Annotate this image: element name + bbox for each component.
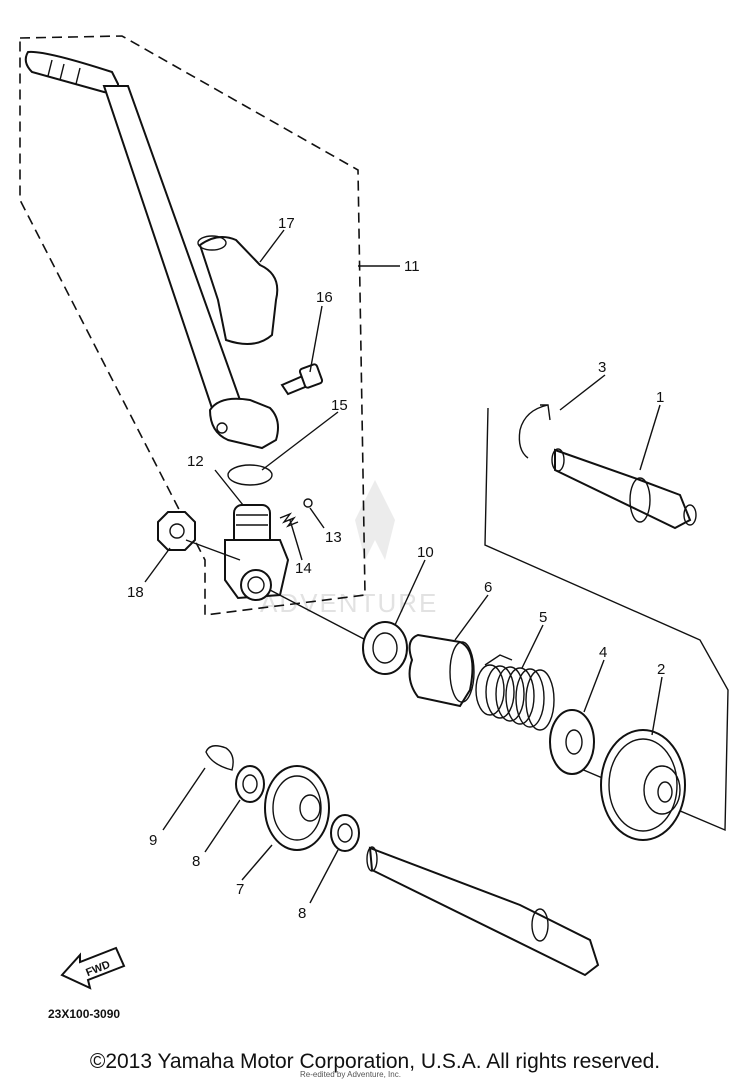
washer-8b bbox=[330, 814, 360, 852]
idle-gear-7 bbox=[264, 765, 330, 851]
label-part-14: 14 bbox=[295, 560, 312, 577]
sub-credit: Re-edited by Adventure, Inc. bbox=[300, 1070, 401, 1079]
label-part-8b: 8 bbox=[298, 905, 306, 922]
clip-3 bbox=[518, 404, 551, 459]
diagram-code: 23X100-3090 bbox=[48, 1007, 120, 1021]
torsion-spring-5 bbox=[475, 654, 555, 731]
fwd-arrow-icon: FWD bbox=[60, 946, 126, 990]
nut-18 bbox=[157, 511, 196, 551]
spring-cover-6 bbox=[408, 633, 475, 708]
label-part-9: 9 bbox=[149, 832, 157, 849]
watermark-text: ADVENTURE bbox=[260, 588, 438, 618]
label-part-13: 13 bbox=[325, 529, 342, 546]
label-part-12: 12 bbox=[187, 453, 204, 470]
label-part-6: 6 bbox=[484, 579, 492, 596]
label-part-17: 17 bbox=[278, 215, 295, 232]
label-part-8a: 8 bbox=[192, 853, 200, 870]
shaft-group-outline bbox=[484, 407, 729, 832]
label-part-3: 3 bbox=[598, 359, 606, 376]
copyright-notice: ©2013 Yamaha Motor Corporation, U.S.A. A… bbox=[89, 1050, 661, 1073]
oil-seal-10 bbox=[362, 621, 408, 675]
watermark: ADVENTURE bbox=[260, 480, 438, 618]
label-part-11: 11 bbox=[404, 258, 420, 275]
bolt-16 bbox=[280, 363, 324, 396]
washer-8a bbox=[235, 765, 265, 803]
label-part-5: 5 bbox=[539, 609, 547, 626]
washer-4 bbox=[549, 709, 595, 775]
main-axle bbox=[366, 846, 600, 977]
label-part-1: 1 bbox=[656, 389, 664, 406]
o-ring-15 bbox=[227, 464, 273, 486]
label-part-15: 15 bbox=[331, 397, 348, 414]
label-part-10: 10 bbox=[417, 544, 434, 561]
lever-assembly-dashed-outline bbox=[19, 35, 366, 616]
circlip-9 bbox=[205, 745, 234, 771]
leader-lines bbox=[144, 229, 663, 904]
label-part-18: 18 bbox=[127, 584, 144, 601]
label-part-16: 16 bbox=[316, 289, 333, 306]
kick-lever-boot bbox=[197, 235, 279, 345]
spring-14 bbox=[279, 512, 299, 528]
kick-lever-arm bbox=[24, 50, 279, 450]
label-part-2: 2 bbox=[657, 661, 665, 678]
kick-axle-1 bbox=[551, 448, 697, 530]
label-part-4: 4 bbox=[599, 644, 607, 661]
kick-boss-12 bbox=[224, 504, 290, 601]
kick-gear-2 bbox=[600, 729, 686, 841]
ball-13 bbox=[303, 498, 313, 508]
label-part-7: 7 bbox=[236, 881, 244, 898]
